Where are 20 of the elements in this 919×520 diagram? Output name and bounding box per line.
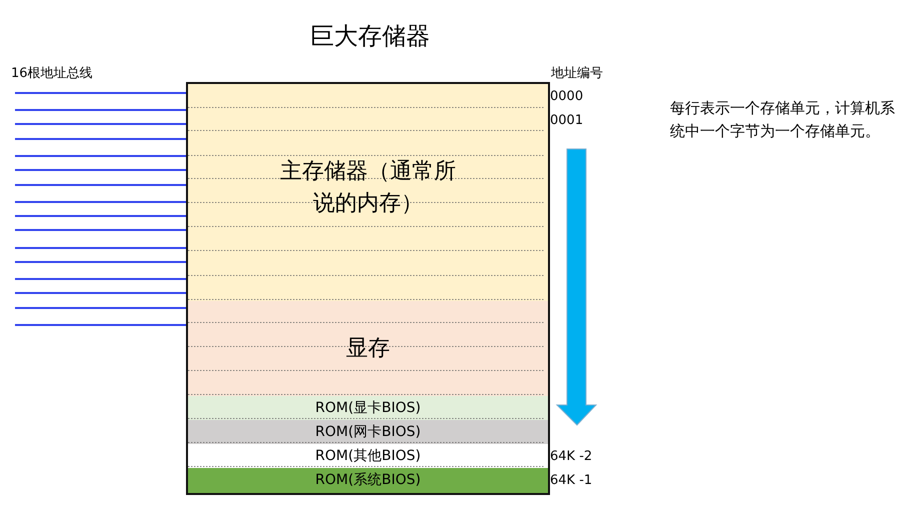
region-label: ROM(系统BIOS) (314, 471, 422, 490)
column-heading: 地址编号 (551, 65, 603, 82)
bus-label: 16根地址总线 (11, 65, 93, 82)
address-label: 64K -1 (550, 473, 592, 488)
address-label: 0001 (550, 113, 584, 128)
region-label: 主存储器（通常所说的内存） (279, 158, 457, 218)
memory-region (188, 420, 548, 444)
memory-block (188, 84, 548, 493)
region-label: ROM(网卡BIOS) (314, 422, 422, 442)
memory-region (188, 396, 548, 420)
address-label: 0000 (550, 89, 584, 104)
note-text: 每行表示一个存储单元，计算机系统中一个字节为一个存储单元。 (670, 98, 896, 142)
memory-region (188, 301, 548, 396)
memory-region (188, 84, 548, 301)
address-label: 64K -2 (550, 449, 592, 464)
region-label: ROM(其他BIOS) (314, 446, 422, 466)
region-label: ROM(显卡BIOS) (314, 398, 422, 418)
title: 巨大存储器 (309, 21, 431, 52)
region-label: 显存 (345, 334, 391, 363)
memory-region (188, 468, 548, 493)
